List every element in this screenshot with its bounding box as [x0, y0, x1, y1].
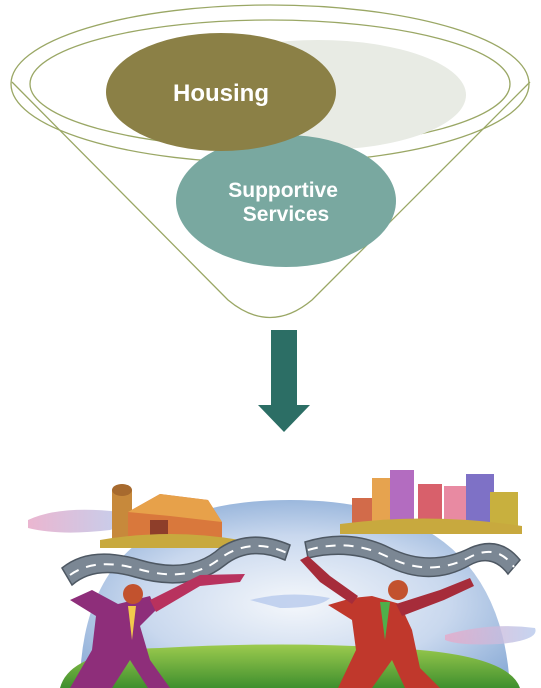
- person-left-body: [70, 590, 170, 688]
- road-left: [61, 536, 291, 587]
- silo: [112, 490, 132, 538]
- person-right-tie: [380, 602, 390, 640]
- person-right-arm-left: [300, 556, 358, 604]
- person-right-head: [388, 580, 408, 600]
- housing-label: Housing: [173, 80, 269, 107]
- down-arrow-icon: [258, 330, 310, 432]
- farm-buildings: [100, 484, 240, 548]
- road-right-stripe: [307, 544, 515, 569]
- funnel: Supportive Services Housing: [10, 4, 531, 319]
- building-5: [444, 486, 466, 524]
- arrow-shaft: [271, 330, 297, 405]
- person-right: [300, 556, 474, 688]
- arrow-head: [258, 405, 310, 432]
- supportive-services-label: Supportive Services: [228, 179, 344, 226]
- building-1: [352, 498, 374, 524]
- bridge-road-people-illustration: [28, 470, 536, 688]
- building-7: [490, 492, 518, 526]
- supportive-services-circle: [176, 135, 396, 267]
- supportive-services-line-2: Services: [243, 203, 329, 226]
- cloud-right: [445, 626, 536, 645]
- person-right-body: [328, 596, 440, 688]
- barn-roof: [128, 494, 222, 522]
- city-buildings: [340, 470, 522, 534]
- building-3: [390, 470, 414, 524]
- road-bridge: [61, 535, 521, 587]
- person-left-head: [123, 584, 143, 604]
- cloud-mid: [250, 594, 330, 608]
- building-4: [418, 484, 442, 524]
- funnel-outline: [11, 81, 531, 319]
- person-right-arm-right: [396, 578, 474, 616]
- person-left-arm: [150, 574, 245, 612]
- silo-top: [112, 484, 132, 496]
- hill-right: [340, 518, 522, 534]
- supportive-services-line-1: Supportive: [228, 179, 338, 202]
- person-left-tie: [128, 606, 136, 640]
- housing-circle: [106, 33, 336, 151]
- person-left: [70, 574, 245, 688]
- cloud-left: [28, 509, 133, 533]
- hill-left: [100, 534, 240, 548]
- building-6: [466, 474, 494, 524]
